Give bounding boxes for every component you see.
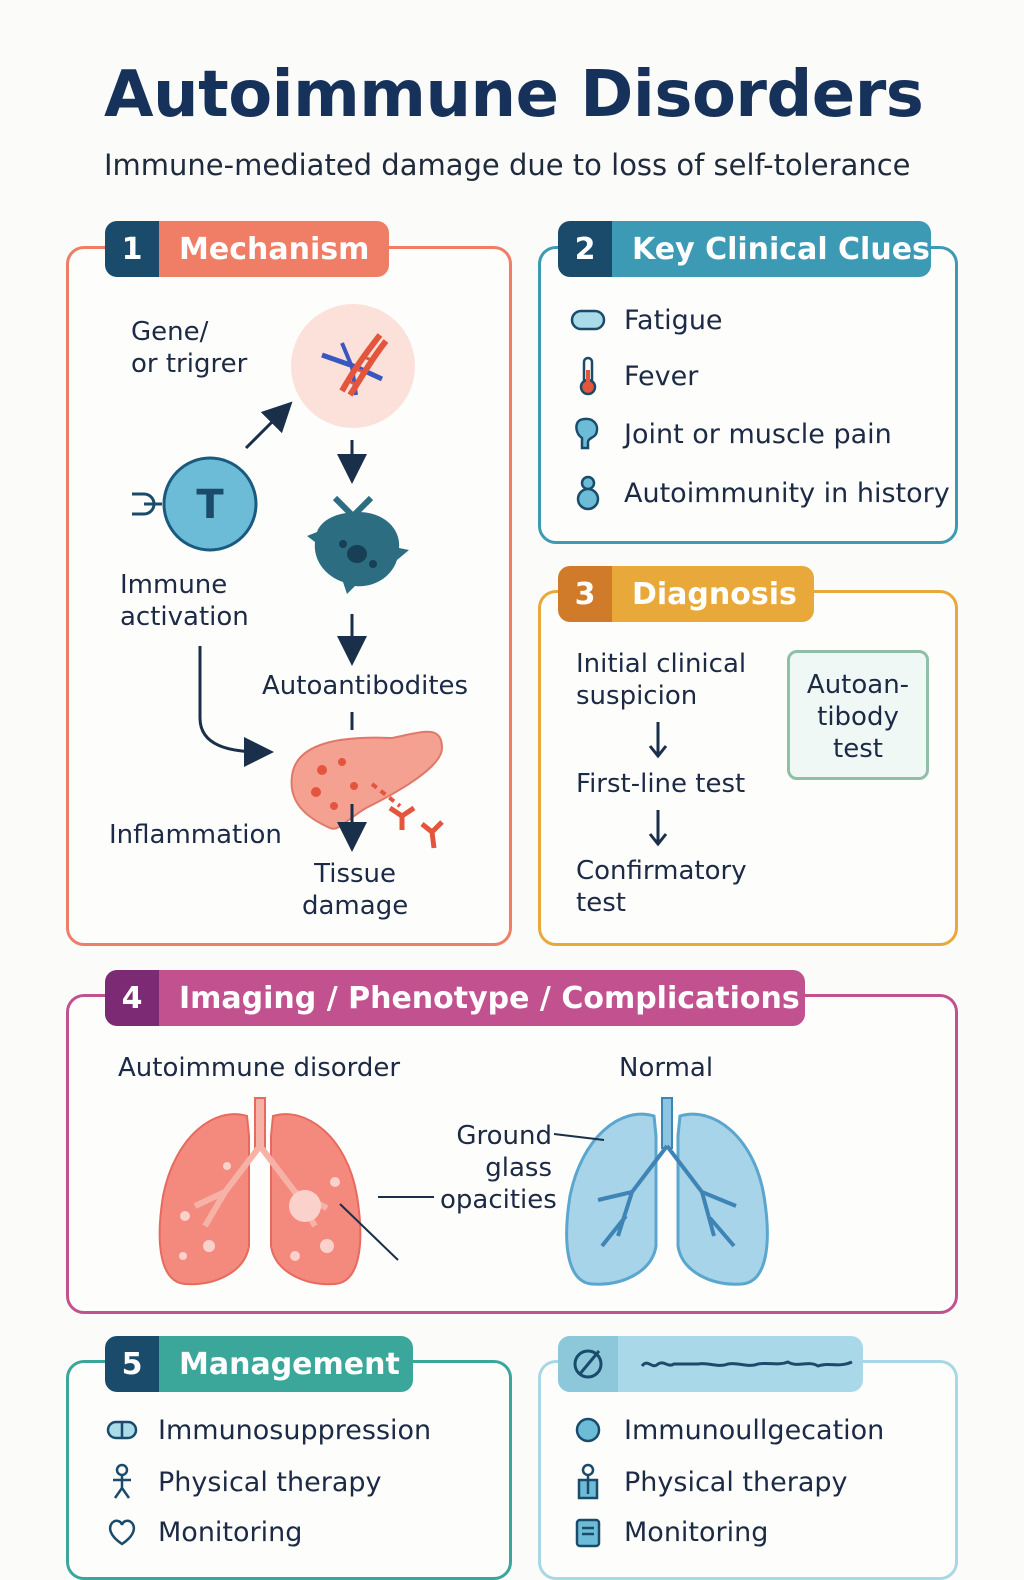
- management-physical-therapy: Physical therapy: [104, 1463, 382, 1500]
- page-title: Autoimmune Disorders: [104, 58, 924, 132]
- imaging-label: Imaging / Phenotype / Complications: [159, 970, 805, 1026]
- circle-icon: [570, 1412, 606, 1448]
- autoantibodies-label: Autoantibodites: [262, 671, 469, 701]
- panel6-item-3: Monitoring: [570, 1514, 768, 1550]
- clue-history: Autoimmunity in history: [570, 475, 950, 511]
- imaging-left-label: Autoimmune disorder: [118, 1053, 401, 1083]
- panel6-header: [558, 1336, 863, 1392]
- clues-label: Key Clinical Clues: [612, 221, 931, 277]
- diagnosis-number: 3: [558, 566, 612, 622]
- management-immunosuppression: Immunosuppression: [104, 1412, 431, 1448]
- imaging-right-label: Normal: [619, 1053, 714, 1083]
- mechanism-label: Mechanism: [159, 221, 389, 277]
- clipboard-icon: [570, 1514, 606, 1550]
- panel6-item-2: Physical therapy: [570, 1463, 848, 1500]
- diagnosis-step-suspicion: Initial clinical suspicion: [576, 649, 747, 711]
- clues-header: 2 Key Clinical Clues: [558, 221, 931, 277]
- diagnosis-arrows: [648, 722, 668, 847]
- ground-glass-annotation: Ground glass opacities: [440, 1121, 557, 1215]
- dna-trigger-icon: [291, 304, 415, 428]
- clue-joint-pain: Joint or muscle pain: [570, 416, 892, 452]
- person-icon: [570, 1463, 606, 1500]
- circle-slash-icon: [558, 1336, 618, 1392]
- autoantibody-test-box: Autoan- tibody test: [787, 650, 929, 780]
- clue-fatigue: Fatigue: [570, 302, 723, 338]
- gene-trigger-label: Gene/ or trigrer: [131, 317, 248, 379]
- person-icon: [570, 475, 606, 511]
- normal-lungs-icon: [565, 1097, 769, 1286]
- immune-activation-label: Immune activation: [120, 570, 249, 632]
- annotation-lines: [339, 1133, 605, 1261]
- liver-icon: [290, 730, 444, 849]
- heart-icon: [104, 1514, 140, 1550]
- diseased-lungs-icon: [158, 1097, 362, 1286]
- page-subtitle: Immune-mediated damage due to loss of se…: [104, 148, 911, 182]
- tissue-damage-label: Tissue damage: [302, 859, 409, 921]
- thermometer-icon: [570, 356, 606, 396]
- t-cell-letter: T: [196, 482, 224, 528]
- mechanism-arrows: [198, 401, 367, 852]
- panel6-item-1: Immunoullgecation: [570, 1412, 884, 1448]
- pill-icon: [104, 1412, 140, 1448]
- diagnosis-header: 3 Diagnosis: [558, 566, 814, 622]
- management-number: 5: [105, 1336, 159, 1392]
- person-icon: [104, 1463, 140, 1500]
- imaging-header: 4 Imaging / Phenotype / Complications: [105, 970, 805, 1026]
- inflammation-label: Inflammation: [109, 820, 282, 850]
- t-cell-icon: T: [132, 456, 258, 552]
- management-header: 5 Management: [105, 1336, 413, 1392]
- diagnosis-step-first-line: First-line test: [576, 769, 746, 799]
- panel6-squiggle: [618, 1336, 863, 1392]
- clues-number: 2: [558, 221, 612, 277]
- diagnosis-label: Diagnosis: [612, 566, 814, 622]
- imaging-number: 4: [105, 970, 159, 1026]
- plasma-cell-icon: [307, 495, 409, 594]
- clue-fever: Fever: [570, 356, 698, 396]
- management-monitoring: Monitoring: [104, 1514, 302, 1550]
- mechanism-header: 1 Mechanism: [105, 221, 389, 277]
- pill-icon: [570, 302, 606, 338]
- diagnosis-step-confirmatory: Confirmatory test: [576, 856, 747, 918]
- management-label: Management: [159, 1336, 413, 1392]
- mechanism-number: 1: [105, 221, 159, 277]
- joint-icon: [570, 416, 606, 452]
